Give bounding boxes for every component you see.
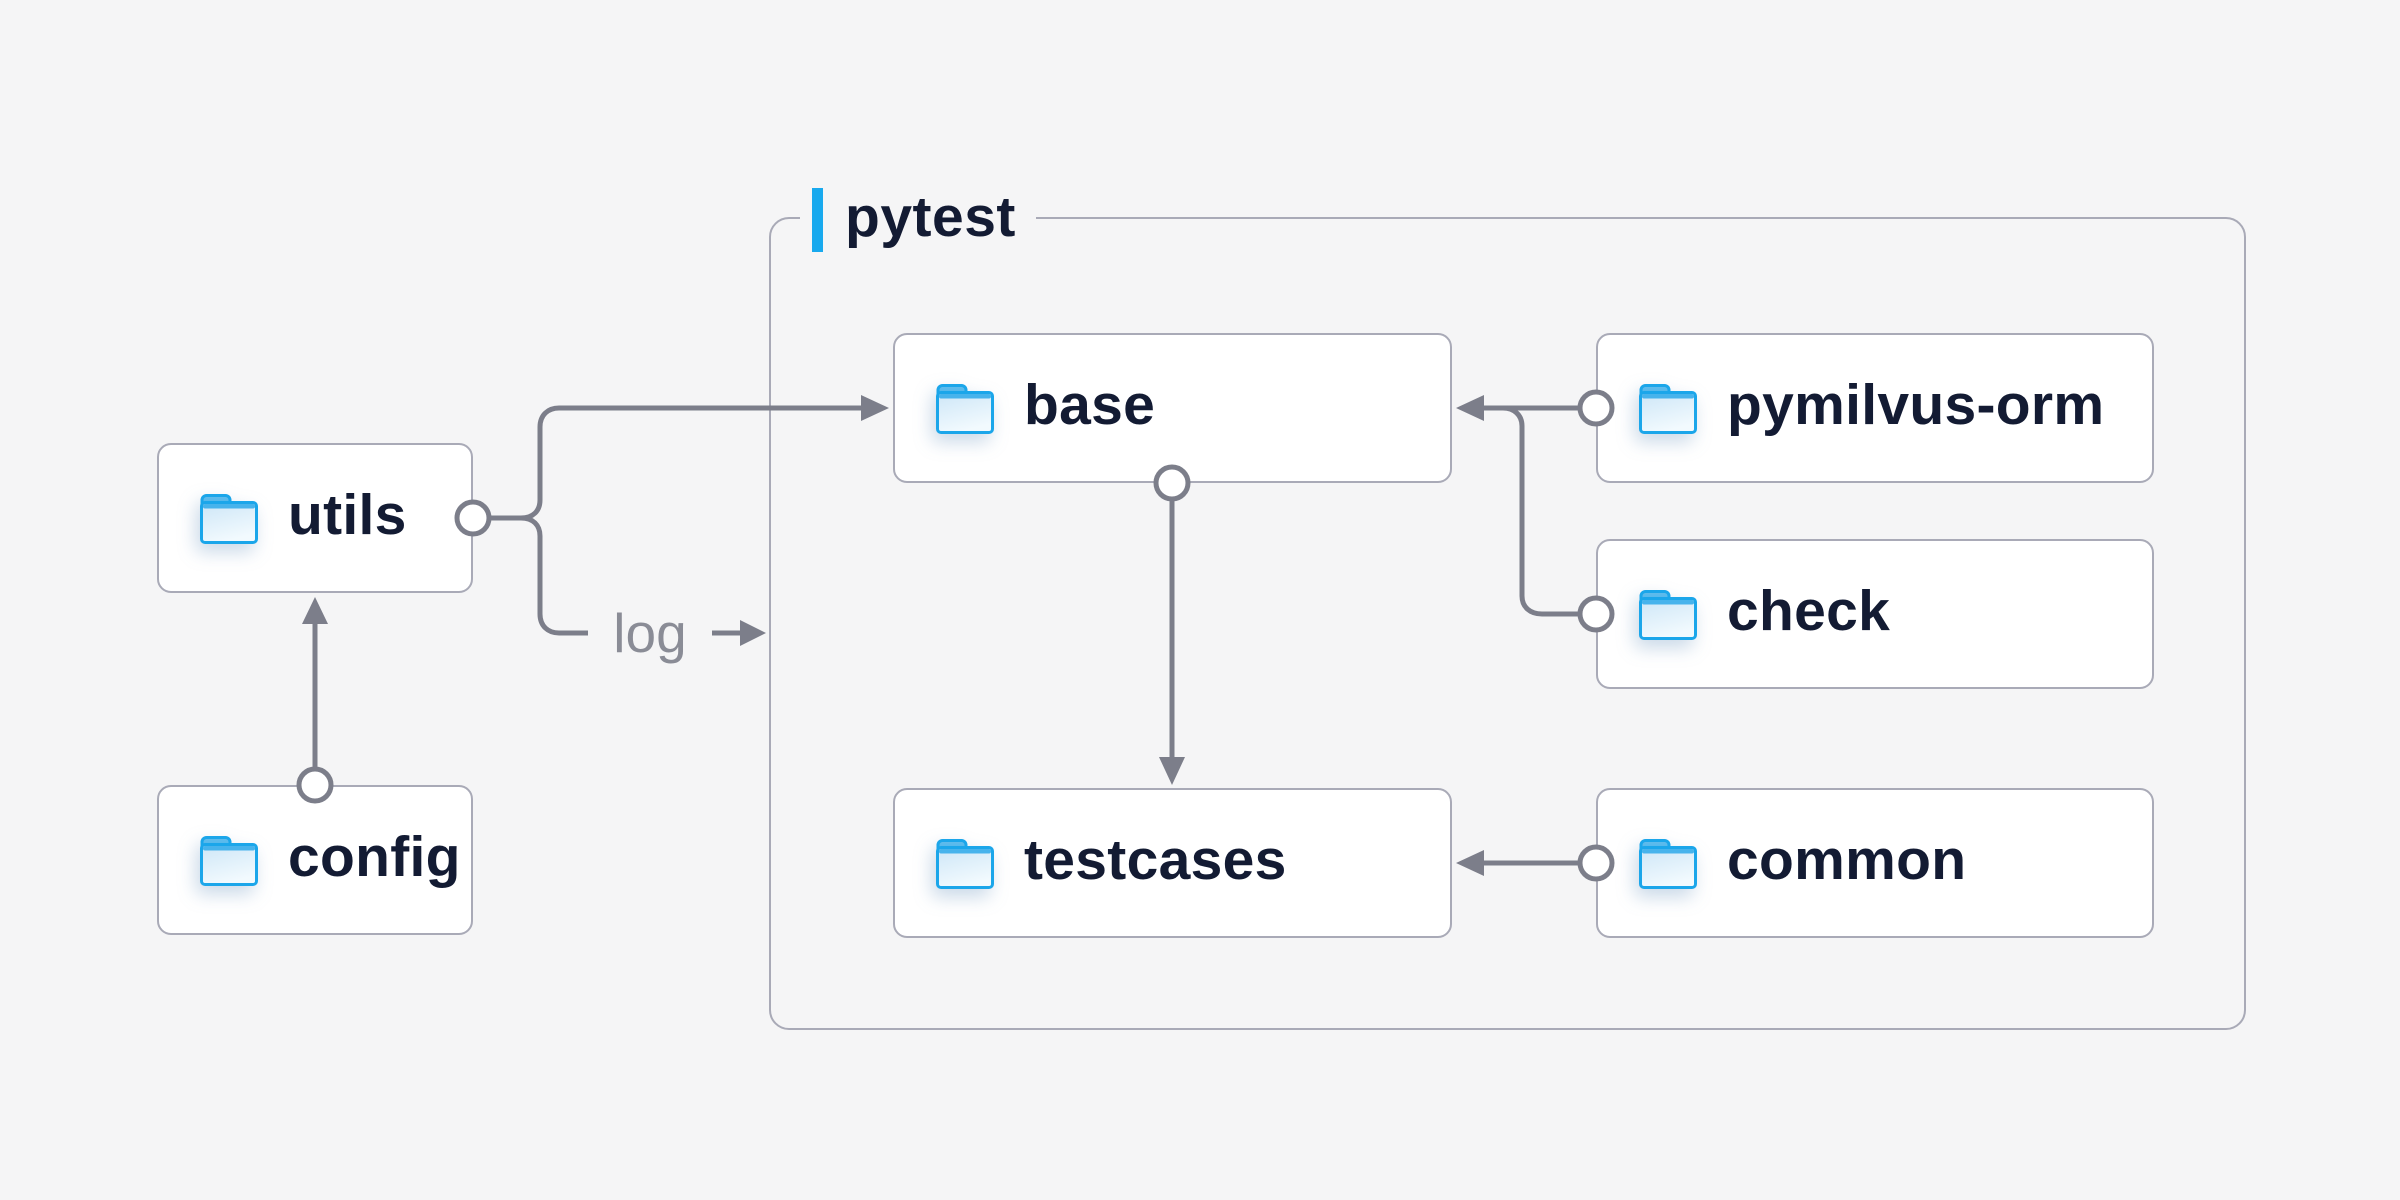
edge-label-log: log bbox=[613, 602, 687, 664]
pytest-group-box bbox=[769, 217, 2246, 1030]
node-label: check bbox=[1727, 578, 1891, 643]
folder-icon bbox=[936, 839, 994, 889]
node-label: testcases bbox=[1024, 827, 1287, 892]
folder-icon bbox=[1639, 839, 1697, 889]
node-base: base bbox=[893, 333, 1452, 483]
arrowhead-log bbox=[740, 620, 766, 646]
folder-icon bbox=[1639, 384, 1697, 434]
folder-icon bbox=[1639, 590, 1697, 640]
node-label: base bbox=[1024, 372, 1156, 437]
node-config: config bbox=[157, 785, 473, 935]
node-label: pymilvus-orm bbox=[1727, 372, 2105, 437]
node-utils: utils bbox=[157, 443, 473, 593]
folder-icon bbox=[200, 836, 258, 886]
arrowhead-into-utils bbox=[302, 597, 328, 624]
node-check: check bbox=[1596, 539, 2154, 689]
edge-utils-to-log bbox=[520, 515, 588, 636]
pytest-accent-bar bbox=[812, 188, 823, 252]
node-pymilvus-orm: pymilvus-orm bbox=[1596, 333, 2154, 483]
pytest-group-title: pytest bbox=[845, 184, 1016, 249]
folder-icon bbox=[936, 384, 994, 434]
folder-icon bbox=[200, 494, 258, 544]
node-label: common bbox=[1727, 827, 1967, 892]
node-testcases: testcases bbox=[893, 788, 1452, 938]
node-label: utils bbox=[288, 482, 407, 547]
node-label: config bbox=[288, 824, 461, 889]
node-common: common bbox=[1596, 788, 2154, 938]
pytest-group-label: pytest bbox=[800, 182, 1036, 258]
